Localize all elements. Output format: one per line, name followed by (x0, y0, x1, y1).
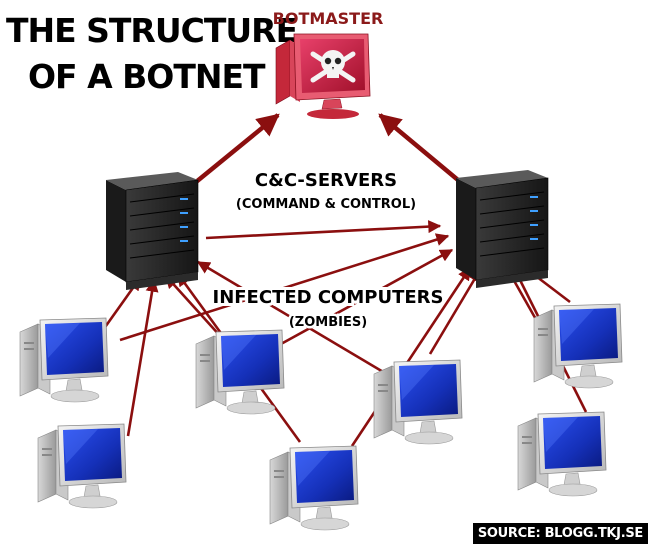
arrow-pc1-to-right-server (119, 233, 450, 342)
zombie-computer-1 (19, 317, 109, 403)
desktop-computer-icon (373, 359, 463, 445)
arrow-pc5-to-right-server (350, 266, 472, 447)
servers-sublabel: (COMMAND & CONTROL) (236, 197, 416, 212)
title-line-1: THE STRUCTURE (6, 11, 297, 50)
desktop-computer-icon (19, 317, 109, 403)
server-right (455, 169, 549, 289)
desktop-computer-icon (533, 303, 623, 389)
zombie-computer-7 (517, 411, 607, 497)
arrow-pc3-to-right-server (269, 248, 454, 352)
desktop-computer-icon (517, 411, 607, 497)
infected-sublabel-halo: (ZOMBIES) (289, 315, 367, 330)
arrow-pc3-to-left-server (165, 275, 223, 339)
zombie-computer-5 (269, 445, 359, 531)
zombie-computer-4 (373, 359, 463, 445)
desktop-computer-icon (37, 423, 127, 509)
infected-label-halo: INFECTED COMPUTERS (213, 287, 444, 308)
server-tower-icon (455, 169, 549, 289)
desktop-computer-icon (269, 445, 359, 531)
zombie-computer-6 (533, 303, 623, 389)
botmaster-computer (275, 33, 371, 119)
infected-label: INFECTED COMPUTERS (213, 287, 444, 308)
source-credit: SOURCE: BLOGG.TKJ.SE (472, 523, 648, 544)
server-tower-icon (105, 171, 199, 291)
arrow-pc4-to-right-server (428, 268, 482, 355)
arrow-pc2-to-left-server (126, 278, 159, 437)
servers-label: C&C-SERVERS (255, 170, 397, 191)
botmaster-label: BOTMASTER (273, 9, 384, 28)
arrow-left-server-to-botmaster (194, 113, 280, 184)
skull-crossbones-icon (310, 50, 356, 83)
title-line-2: OF A BOTNET (28, 57, 266, 96)
arrow-pc4-to-left-server (196, 260, 391, 378)
server-left (105, 171, 199, 291)
infected-sublabel: (ZOMBIES) (289, 315, 367, 330)
zombie-computer-2 (37, 423, 127, 509)
arrow-servers-link (205, 220, 442, 240)
arrow-right-server-to-botmaster (378, 113, 460, 182)
